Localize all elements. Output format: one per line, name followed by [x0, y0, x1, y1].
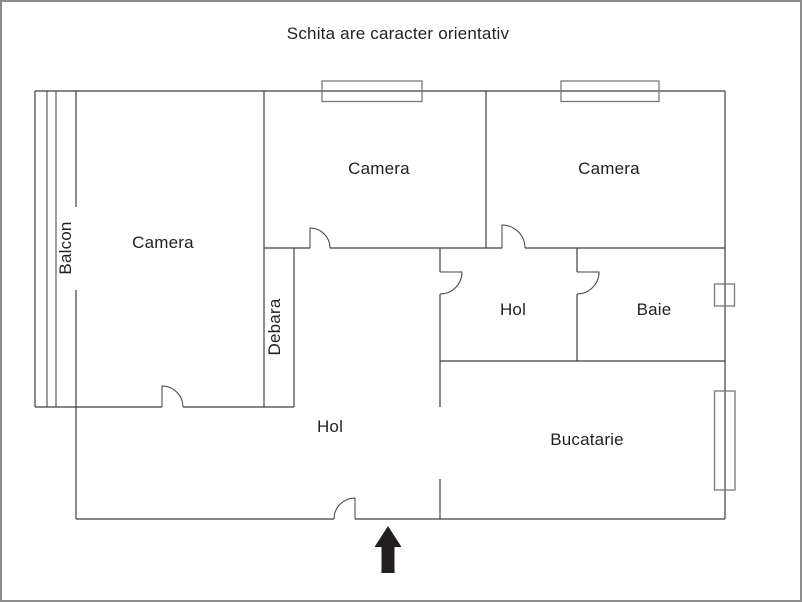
room-label-debara: Debara — [265, 298, 284, 356]
balcony-glazing-lines — [46, 91, 57, 407]
door-icon-hol-mid — [439, 271, 463, 295]
room-label-baie: Baie — [636, 300, 672, 319]
door-icon-entrance — [333, 497, 356, 520]
doors-group — [161, 224, 600, 520]
walls-group — [34, 90, 726, 520]
room-label-camera-left: Camera — [132, 233, 194, 252]
window-icon-camera-mid — [321, 80, 423, 103]
window-icon-camera-right — [560, 80, 660, 103]
plan-title: Schita are caracter orientativ — [286, 24, 510, 43]
windows-group — [321, 80, 736, 491]
room-label-balcon: Balcon — [56, 221, 75, 275]
door-icon-baie — [576, 271, 600, 295]
room-label-hol-mid: Hol — [499, 300, 527, 319]
room-label-camera-mid: Camera — [348, 159, 410, 178]
room-label-hol-bottom: Hol — [316, 417, 344, 436]
room-label-camera-right: Camera — [578, 159, 640, 178]
door-icon-camera-right — [501, 224, 526, 249]
door-icon-camera-mid — [309, 227, 331, 249]
room-label-bucatarie: Bucatarie — [550, 430, 624, 449]
window-icon-bucatarie — [713, 390, 736, 491]
entrance-arrow-icon — [374, 526, 402, 573]
window-icon-baie — [713, 283, 736, 307]
door-icon-camera-left — [161, 385, 184, 408]
